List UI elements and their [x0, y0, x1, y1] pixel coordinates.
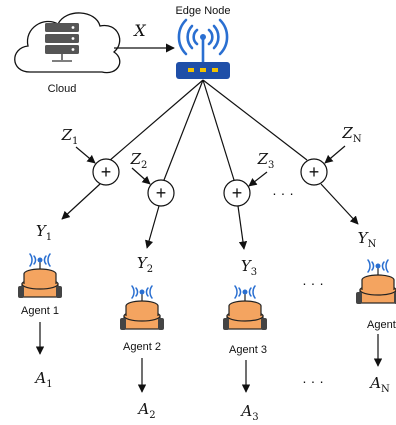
action-label-3: A3	[239, 402, 258, 423]
adder-n: +	[300, 158, 328, 186]
svg-text:+: +	[232, 183, 243, 203]
router-icon	[176, 62, 230, 79]
agent-label-n: Agent N	[367, 319, 396, 331]
agent-3-robot	[223, 285, 267, 330]
antenna-icon	[234, 285, 256, 299]
observation-label-2: Y2	[137, 254, 153, 275]
agent-2-robot	[120, 285, 164, 330]
action-label-2: A2	[136, 400, 155, 421]
antenna-icon	[131, 285, 153, 299]
action-label-1: A1	[33, 369, 52, 390]
server-icon	[45, 23, 79, 62]
agent-n-robot	[356, 259, 396, 304]
cloud-node: Cloud	[14, 12, 121, 95]
ellipsis-actions: · · ·	[302, 373, 324, 389]
agent-label-3: Agent 3	[229, 344, 267, 356]
adder-2: +	[147, 179, 175, 207]
cloud-label: Cloud	[48, 83, 77, 95]
antenna-icon	[29, 253, 51, 267]
ellipsis-agents: · · ·	[302, 275, 324, 291]
adder-1: +	[92, 158, 120, 186]
noise-label-2: Z2	[130, 150, 148, 171]
edge-links	[108, 79, 308, 181]
action-label-n: AN	[368, 374, 390, 395]
noise-label-n: ZN	[341, 124, 361, 145]
ellipsis-adders: · · ·	[272, 185, 294, 201]
noise-label-1: Z1	[61, 126, 79, 147]
svg-text:+: +	[309, 162, 320, 182]
wifi-icon	[177, 18, 229, 64]
observation-label-3: Y3	[241, 257, 257, 278]
observation-arrows	[61, 183, 359, 250]
observation-label-n: YN	[358, 229, 377, 250]
edge-node-label: Edge Node	[175, 5, 230, 17]
svg-text:+: +	[156, 183, 167, 203]
edge-node: Edge Node	[175, 5, 231, 79]
adder-3: +	[223, 179, 251, 207]
input-label: X	[132, 21, 146, 40]
noise-arrows	[75, 145, 346, 187]
agent-label-1: Agent 1	[21, 305, 59, 317]
agent-label-2: Agent 2	[123, 341, 161, 353]
agent-1-robot	[18, 253, 62, 298]
action-arrows	[35, 322, 383, 393]
noise-label-3: Z3	[257, 150, 275, 171]
svg-text:+: +	[101, 162, 112, 182]
observation-label-1: Y1	[36, 222, 52, 243]
antenna-icon	[367, 259, 389, 273]
